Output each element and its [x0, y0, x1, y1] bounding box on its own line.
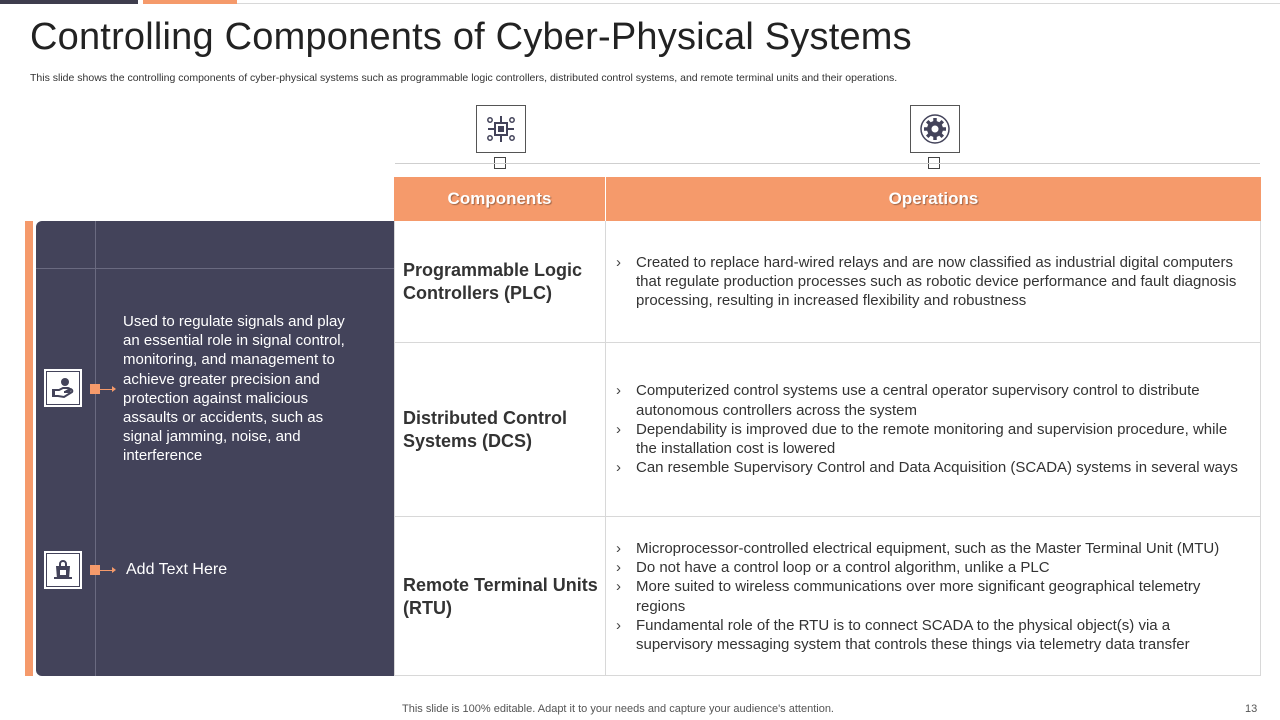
connector-arrow: [90, 383, 116, 395]
component-name: Remote Terminal Units (RTU): [394, 517, 606, 676]
table-header-components: Components: [394, 177, 606, 221]
operation-item: ›Fundamental role of the RTU is to conne…: [616, 616, 1190, 653]
table-row: Distributed Control Systems (DCS) ›Compu…: [394, 343, 1261, 517]
panel-accent-strip: [25, 221, 33, 676]
operation-item: ›Do not have a control loop or a control…: [616, 559, 1050, 577]
component-name: Programmable Logic Controllers (PLC): [394, 221, 606, 342]
slide-title: Controlling Components of Cyber-Physical…: [30, 16, 912, 58]
operations-cell: ›Computerized control systems use a cent…: [606, 343, 1261, 516]
operation-item: ›Can resemble Supervisory Control and Da…: [616, 459, 1238, 477]
slide-footer: This slide is 100% editable. Adapt it to…: [402, 703, 834, 715]
header-rule: [395, 163, 1260, 164]
connector-arrow: [90, 564, 116, 576]
operation-item: ›Dependability is improved due to the re…: [616, 420, 1228, 458]
operation-item: ›Computerized control systems use a cent…: [616, 382, 1200, 419]
circuit-icon: [476, 105, 526, 153]
operations-cell: ›Microprocessor-controlled electrical eq…: [606, 517, 1261, 676]
table-row: Remote Terminal Units (RTU) ›Microproces…: [394, 517, 1261, 676]
panel-item-text: Used to regulate signals and play an ess…: [123, 313, 345, 465]
table-header-operations: Operations: [888, 189, 979, 208]
operations-cell: ›Created to replace hard-wired relays an…: [606, 221, 1261, 342]
top-accent-bar-dark: [0, 0, 138, 4]
shopping-bag-icon: [44, 551, 82, 589]
top-divider-line: [237, 3, 1280, 4]
gear-icon: [910, 105, 960, 153]
top-accent-bar-orange: [143, 0, 237, 4]
panel-divider-vertical: [95, 221, 96, 676]
hand-coins-icon: [44, 369, 82, 407]
component-name: Distributed Control Systems (DCS): [394, 343, 606, 516]
panel-divider-horizontal: [36, 268, 394, 269]
panel-item-text: Add Text Here: [126, 561, 228, 578]
page-number: 13: [1245, 703, 1258, 715]
table-header: Components Operations: [394, 177, 1261, 221]
table-row: Programmable Logic Controllers (PLC) ›Cr…: [394, 221, 1261, 343]
operation-item: ›Created to replace hard-wired relays an…: [616, 253, 1237, 310]
slide-subtitle: This slide shows the controlling compone…: [30, 72, 898, 84]
operation-item: ›Microprocessor-controlled electrical eq…: [616, 539, 1220, 557]
operation-item: ›More suited to wireless communications …: [616, 578, 1201, 615]
